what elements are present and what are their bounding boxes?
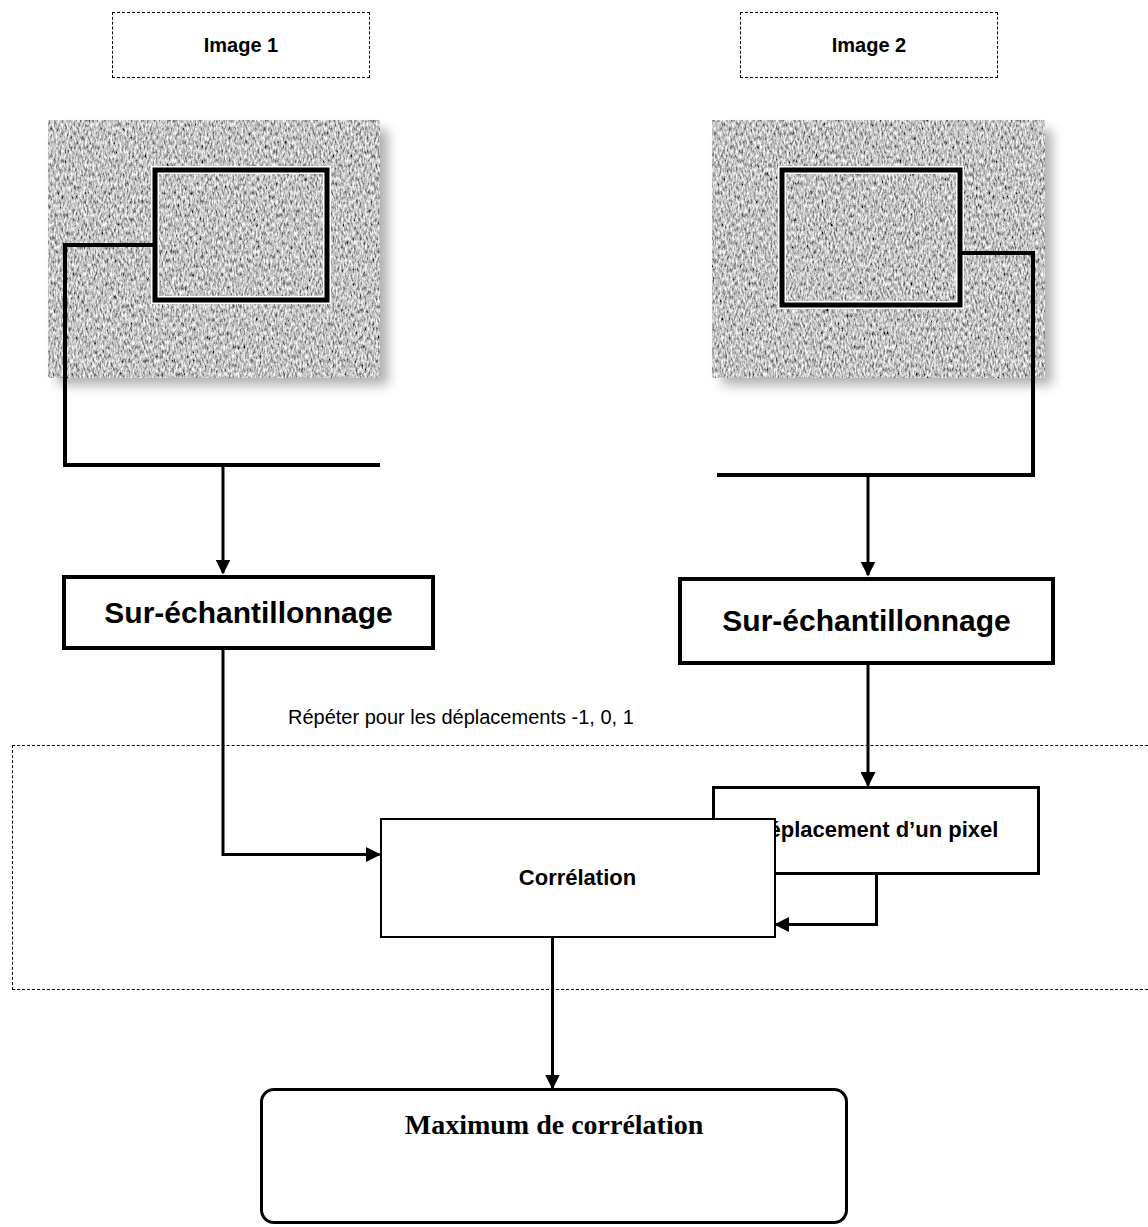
process-box: Corrélation [380, 818, 776, 938]
bracket-arrow [222, 465, 225, 573]
image-label: Image 2 [740, 12, 998, 78]
bracket-arrow [867, 475, 870, 575]
box-label: Sur-échantillonnage [722, 604, 1010, 638]
process-box: Sur-échantillonnage [62, 575, 435, 650]
box-label: Maximum de corrélation [405, 1109, 704, 1141]
image-label: Image 1 [112, 12, 370, 78]
process-box: Sur-échantillonnage [678, 577, 1055, 665]
box-label: Image 2 [832, 34, 906, 57]
result-box: Maximum de corrélation [260, 1088, 848, 1224]
flow-arrow [223, 650, 380, 855]
flow-arrow [551, 938, 554, 1089]
box-label: Déplacement d’un pixel [753, 817, 999, 843]
box-label: Sur-échantillonnage [104, 596, 392, 630]
flow-arrow [776, 875, 877, 925]
noise-image [48, 120, 388, 385]
region-heading: Répéter pour les déplacements -1, 0, 1 [284, 706, 638, 729]
flow-arrow [867, 665, 870, 786]
box-label: Corrélation [519, 865, 636, 891]
box-label: Image 1 [204, 34, 278, 57]
repeat-region: Répéter pour les déplacements -1, 0, 1Dé… [12, 745, 1148, 990]
bracket-line [717, 253, 1033, 475]
bracket-line [65, 245, 380, 465]
